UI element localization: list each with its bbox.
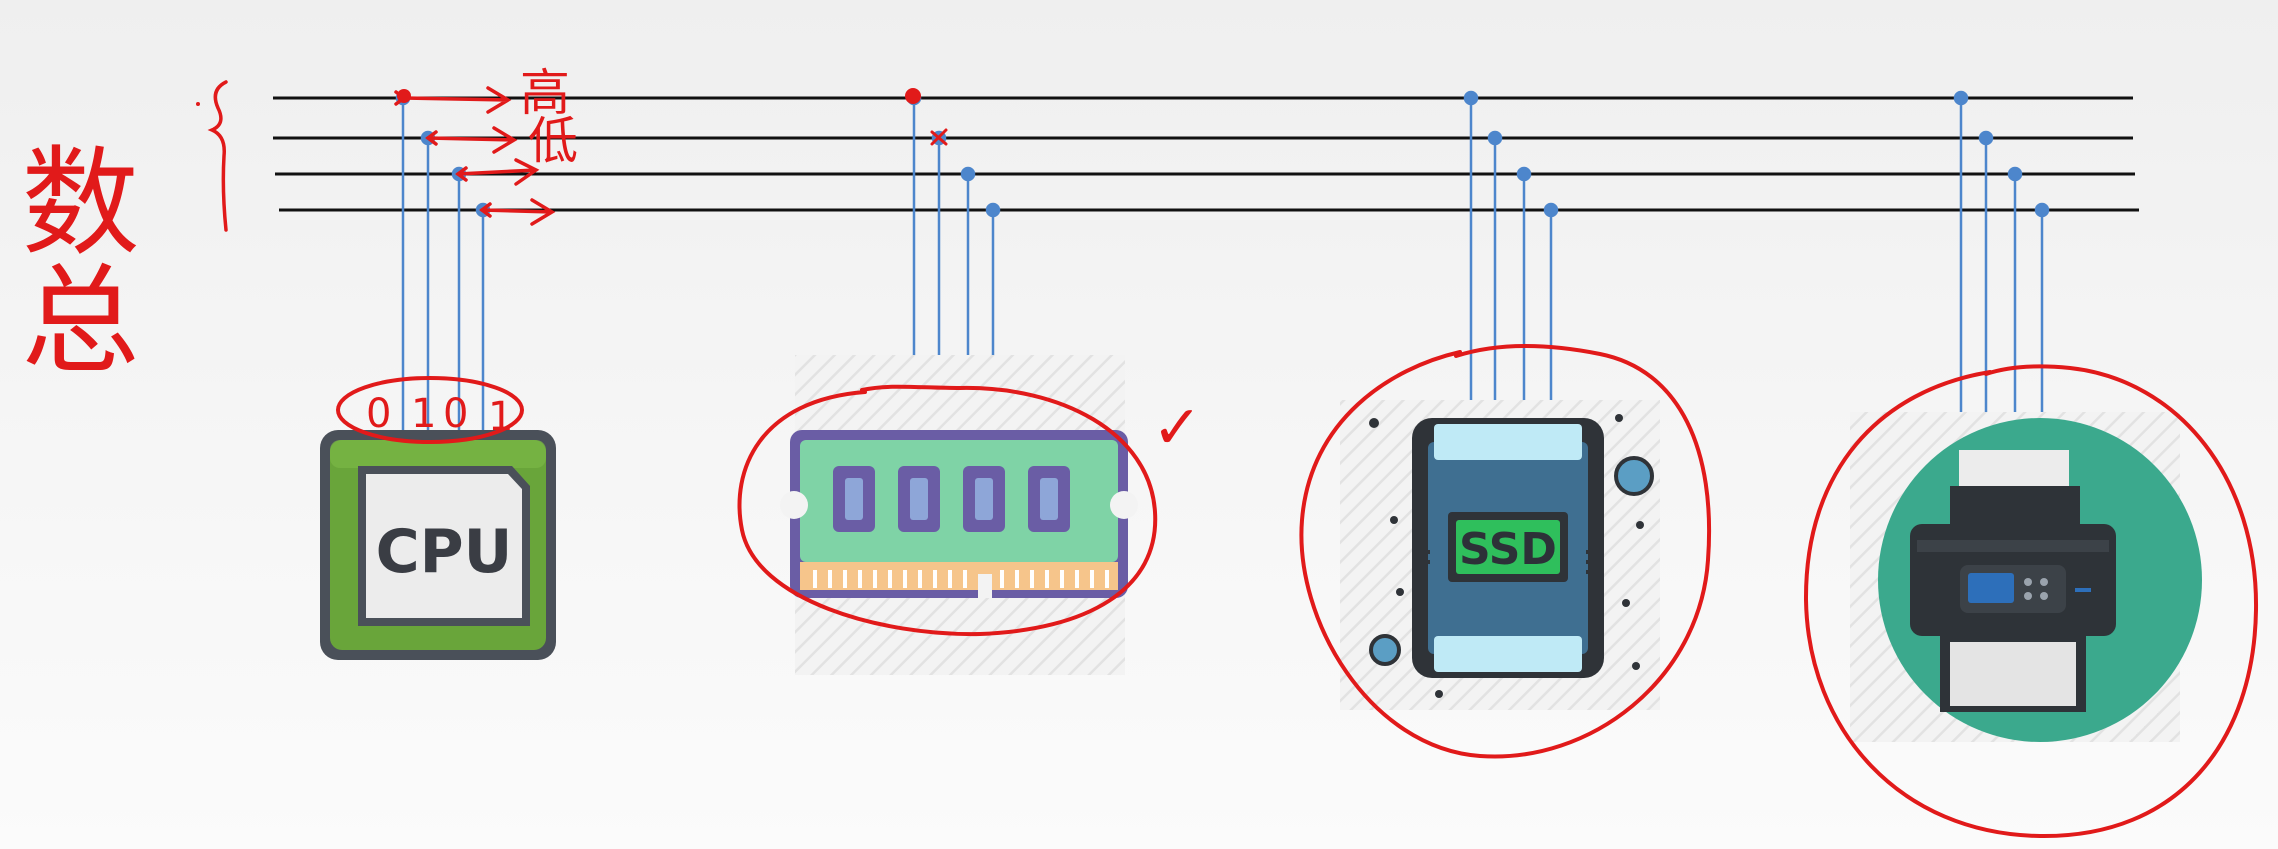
bits-circle — [336, 376, 524, 444]
ssd-bus-connectors — [1463, 90, 1559, 422]
ssd-drive-icon: SSD — [1340, 400, 1660, 710]
connector-dot — [1543, 202, 1559, 218]
bit-0: 0 — [366, 391, 391, 437]
handwritten-annotations: 数总 高 低 0 1 0 1 ✓ — [1, 64, 2259, 839]
arrow-mark — [456, 158, 540, 186]
printer-icon — [1850, 412, 2202, 742]
arrow-mark — [426, 126, 518, 154]
connector-dot — [2007, 166, 2023, 182]
memory-circle — [737, 384, 1158, 637]
arrow-mark — [402, 86, 512, 114]
ram-module-icon — [780, 355, 1138, 675]
handwritten-high: 高 — [520, 64, 570, 122]
connector-dot — [1487, 130, 1503, 146]
cpu-bus-connectors — [395, 90, 491, 440]
printer-bus-connectors — [1953, 90, 2050, 420]
cpu-chip-icon: CPU — [320, 430, 556, 660]
ssd-circle — [1299, 344, 1711, 759]
connector-dot — [960, 166, 976, 182]
handwritten-label: 数总 — [1, 140, 139, 376]
connector-dot — [985, 202, 1001, 218]
bit-1: 1 — [411, 391, 436, 437]
connector-dot — [2034, 202, 2050, 218]
bit-3: 1 — [488, 394, 513, 440]
handwritten-low: 低 — [528, 112, 578, 170]
handwritten-check: ✓ — [1152, 393, 1202, 463]
cpu-label: CPU — [376, 517, 513, 587]
connector-dot — [1978, 130, 1994, 146]
connector-dot — [1463, 90, 1479, 106]
system-bus — [273, 96, 2139, 212]
bit-2: 0 — [443, 391, 468, 437]
connector-dot — [1953, 90, 1969, 106]
brace-mark — [207, 80, 228, 232]
printer-circle — [1803, 364, 2259, 839]
ssd-label: SSD — [1459, 524, 1557, 575]
arrow-mark — [480, 198, 556, 226]
connector-dot — [1516, 166, 1532, 182]
